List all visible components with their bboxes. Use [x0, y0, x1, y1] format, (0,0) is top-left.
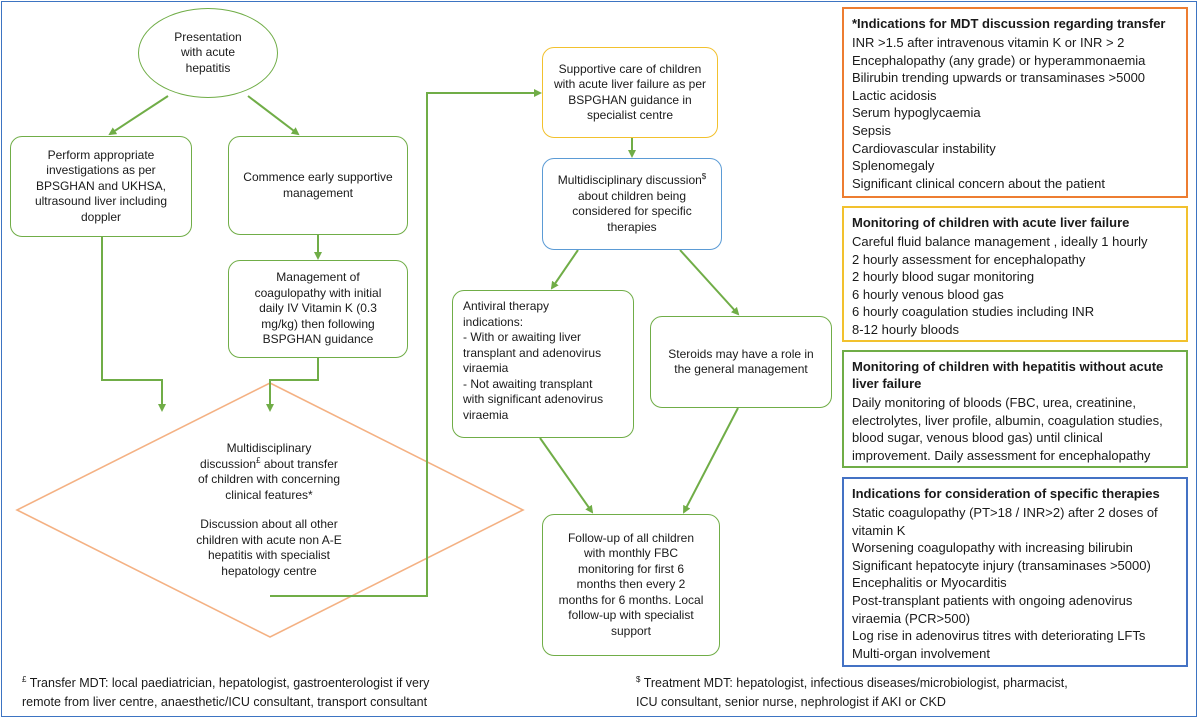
- mdt-treatment-text: Multidisciplinary discussion$ about chil…: [558, 173, 707, 235]
- list-item: Lactic acidosis: [852, 87, 937, 103]
- presentation-node: Presentation with acute hepatitis: [138, 8, 278, 98]
- list-item: Significant hepatocyte injury (transamin…: [852, 557, 1151, 573]
- list-item: 2 hourly blood sugar monitoring: [852, 269, 1035, 285]
- mdt-treatment-sup: $: [701, 172, 707, 181]
- hepatitis-monitoring-title: Monitoring of children with hepatitis wi…: [852, 359, 1164, 391]
- list-item: INR >1.5 after intravenous vitamin K or …: [852, 35, 1125, 50]
- list-item: Encephalopathy (any grade) or hyperammon…: [852, 52, 1146, 68]
- list-item: 8-12 hourly bloods: [852, 321, 959, 337]
- alf-monitoring-panel: Monitoring of children with acute liver …: [842, 206, 1188, 342]
- list-item: 6 hourly venous blood gas: [852, 286, 1004, 302]
- list-item: Worsening coagulopathy with increasing b…: [852, 540, 1133, 556]
- list-item: Serum hypoglycaemia: [852, 105, 981, 121]
- antiviral-node: Antiviral therapy indications: - With or…: [452, 290, 634, 438]
- coagulopathy-text: Management of coagulopathy with initial …: [254, 270, 382, 347]
- coagulopathy-node: Management of coagulopathy with initial …: [228, 260, 408, 358]
- list-item: Cardiovascular instability: [852, 140, 996, 156]
- supportive-care-node: Supportive care of children with acute l…: [542, 47, 718, 138]
- hepatitis-monitoring-body: Daily monitoring of bloods (FBC, urea, c…: [852, 395, 1163, 463]
- list-item: Static coagulopathy (PT>18 / INR>2) afte…: [852, 505, 1158, 538]
- list-item: Multi-organ involvement: [852, 645, 991, 661]
- alf-monitoring-title: Monitoring of children with acute liver …: [852, 215, 1130, 230]
- early-support-text: Commence early supportive management: [243, 170, 393, 200]
- specific-therapies-title: Indications for consideration of specifi…: [852, 486, 1160, 501]
- transfer-indications-list: INR >1.5 after intravenous vitamin K or …: [852, 34, 1178, 192]
- list-item: 2 hourly assessment for encephalopathy: [852, 251, 1086, 267]
- mdt-treatment-line1: Multidisciplinary discussion: [557, 173, 702, 187]
- list-item: Splenomegaly: [852, 158, 935, 174]
- list-item: 6 hourly coagulation studies including I…: [852, 304, 1095, 320]
- mdt-transfer-other: Discussion about all other children with…: [196, 517, 342, 578]
- mdt-transfer-sup: £: [256, 455, 261, 465]
- transfer-indications-panel: *Indications for MDT discussion regardin…: [842, 7, 1188, 198]
- antiviral-text: Antiviral therapy indications: - With or…: [463, 299, 604, 422]
- supportive-care-text: Supportive care of children with acute l…: [553, 61, 707, 123]
- early-support-node: Commence early supportive management: [228, 136, 408, 235]
- transfer-mdt-footnote: £ Transfer MDT: local paediatrician, hep…: [22, 674, 542, 712]
- list-item: Post-transplant patients with ongoing ad…: [852, 592, 1133, 626]
- list-item: Log rise in adenovirus titres with deter…: [852, 628, 1146, 644]
- list-item: Careful fluid balance management , ideal…: [852, 234, 1148, 249]
- alf-monitoring-list: Careful fluid balance management , ideal…: [852, 233, 1178, 339]
- hepatitis-monitoring-panel: Monitoring of children with hepatitis wi…: [842, 350, 1188, 468]
- mdt-transfer-line1: Multidisciplinary: [226, 441, 312, 455]
- treatment-mdt-footnote: $ Treatment MDT: hepatologist, infectiou…: [636, 674, 1156, 712]
- list-item: Encephalitis or Myocarditis: [852, 575, 1007, 591]
- mdt-transfer-line2: discussion: [200, 456, 257, 471]
- transfer-footnote-text: Transfer MDT: local paediatrician, hepat…: [22, 676, 430, 709]
- mdt-treatment-line2: about children being considered for spec…: [572, 188, 692, 234]
- specific-therapies-list: Static coagulopathy (PT>18 / INR>2) afte…: [852, 504, 1178, 662]
- mdt-treatment-node: Multidisciplinary discussion$ about chil…: [542, 158, 722, 250]
- followup-text: Follow-up of all children with monthly F…: [558, 530, 704, 638]
- specific-therapies-panel: Indications for consideration of specifi…: [842, 477, 1188, 667]
- investigations-node: Perform appropriate investigations as pe…: [10, 136, 192, 237]
- treatment-footnote-sup: $: [636, 674, 641, 684]
- steroids-text: Steroids may have a role in the general …: [668, 346, 814, 377]
- list-item: Sepsis: [852, 122, 892, 138]
- investigations-text: Perform appropriate investigations as pe…: [34, 147, 168, 224]
- steroids-node: Steroids may have a role in the general …: [650, 316, 832, 408]
- followup-node: Follow-up of all children with monthly F…: [542, 514, 720, 656]
- treatment-footnote-text: Treatment MDT: hepatologist, infectious …: [636, 676, 1068, 709]
- transfer-indications-title: *Indications for MDT discussion regardin…: [852, 16, 1166, 31]
- transfer-footnote-sup: £: [22, 674, 27, 684]
- list-item: Bilirubin trending upwards or transamina…: [852, 70, 1146, 86]
- list-item: Significant clinical concern about the p…: [852, 175, 1105, 191]
- presentation-text: Presentation with acute hepatitis: [174, 29, 242, 75]
- mdt-transfer-line3: about transfer of children with concerni…: [197, 456, 341, 502]
